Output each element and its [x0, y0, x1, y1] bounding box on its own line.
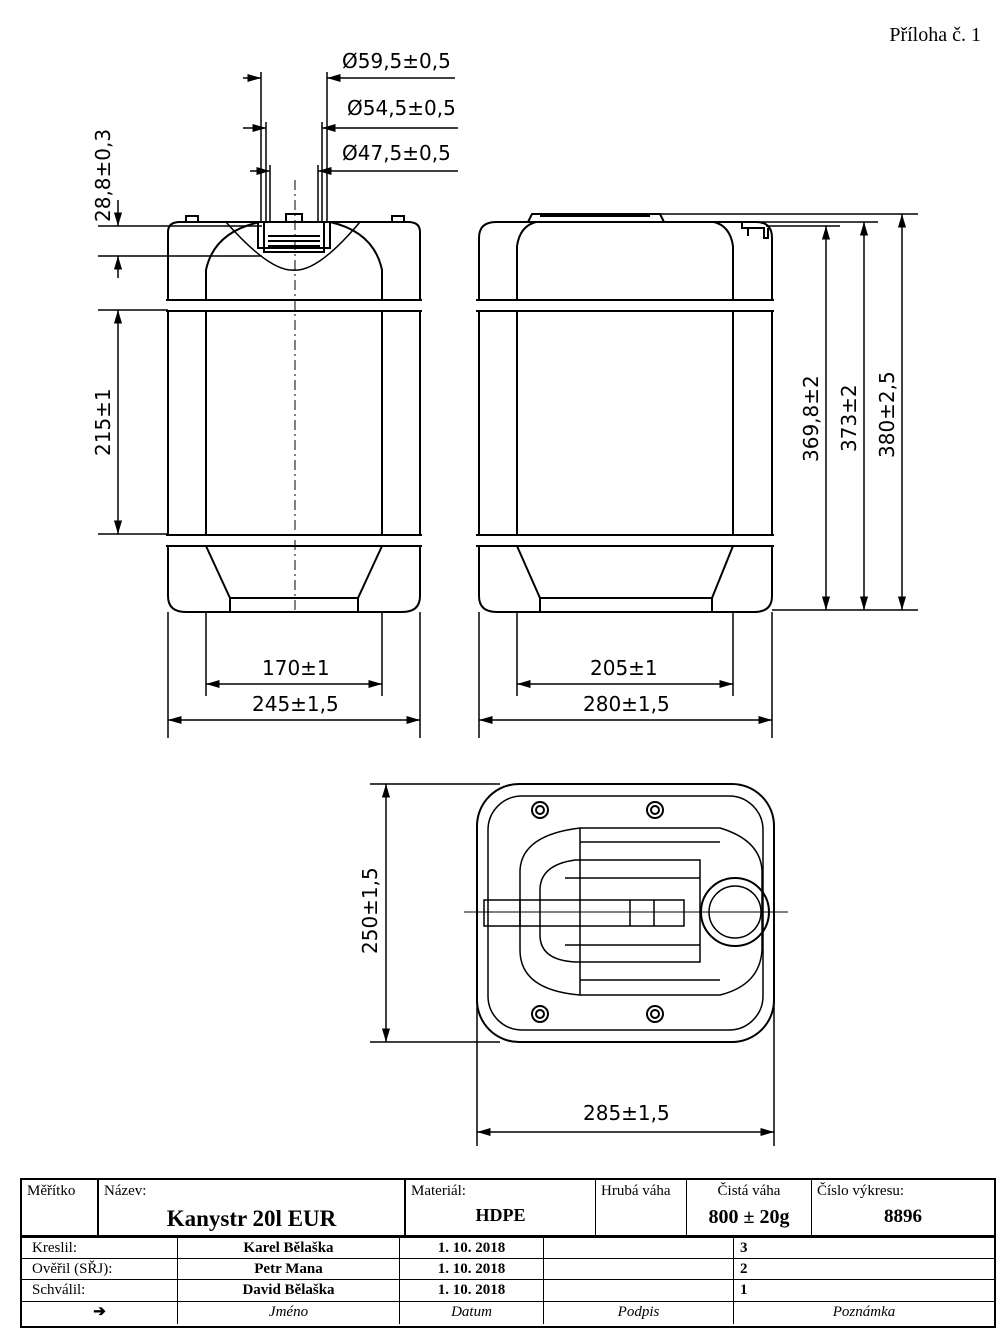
name-cell: Karel Bělaška	[178, 1238, 400, 1259]
front-width-dimensions	[167, 612, 421, 738]
appendix-label: Příloha č. 1	[889, 24, 981, 46]
front-view	[166, 180, 422, 613]
side-width-dimensions	[478, 612, 773, 738]
scale-label: Měřítko	[27, 1183, 76, 1199]
dim-top-width: 285±1,5	[583, 1101, 670, 1125]
dim-height-2: 373±2	[837, 384, 861, 452]
scale-cell: Měřítko	[22, 1180, 99, 1236]
footer-note-label: Poznámka	[832, 1304, 896, 1320]
net-weight-label: Čistá váha	[717, 1183, 781, 1199]
material-value: HDPE	[475, 1205, 526, 1225]
title-block-divider	[22, 1236, 994, 1238]
front-label-frame	[205, 311, 383, 535]
net-weight-value: 800 ± 20g	[708, 1206, 790, 1228]
front-neck	[185, 213, 405, 253]
dim-neck-mid: Ø54,5±0,5	[347, 96, 456, 120]
neck-dimensions	[243, 72, 458, 222]
dim-height-3: 380±2,5	[875, 371, 899, 458]
side-label-frame	[516, 311, 734, 535]
dim-front-inner-width: 170±1	[262, 656, 330, 680]
gross-weight-label: Hrubá váha	[601, 1183, 671, 1199]
date-cell: 1. 10. 2018	[400, 1280, 544, 1302]
vent-tube	[483, 899, 685, 927]
drawing-no-cell: Číslo výkresu: 8896	[812, 1180, 994, 1236]
date-cell: 1. 10. 2018	[400, 1238, 544, 1259]
side-view	[476, 213, 774, 613]
dim-neck-outer: Ø59,5±0,5	[342, 49, 451, 73]
title-block: Měřítko Název: Kanystr 20l EUR Materiál:…	[20, 1178, 996, 1328]
footer-date-label: Datum	[400, 1302, 544, 1324]
note-cell: 3	[734, 1238, 994, 1259]
boss-tr	[646, 801, 664, 819]
top-outline	[476, 783, 775, 1043]
side-shoulder	[516, 221, 734, 300]
name-cell: David Bělaška	[178, 1280, 400, 1302]
material-label: Materiál:	[411, 1183, 466, 1199]
name-label: Název:	[104, 1183, 147, 1199]
boss-br	[646, 1005, 664, 1023]
left-dimensions	[98, 200, 262, 535]
boss-bl	[531, 1005, 549, 1023]
side-cap	[741, 222, 769, 239]
dim-side-width: 280±1,5	[583, 692, 670, 716]
signature-cell	[544, 1259, 734, 1280]
note-cell: 2	[734, 1259, 994, 1280]
role-cell: Kreslil:	[22, 1238, 178, 1259]
drawing-no-label: Číslo výkresu:	[817, 1183, 905, 1199]
top-view	[464, 783, 788, 1043]
dim-top-depth: 250±1,5	[358, 867, 382, 954]
drawing-no-value: 8896	[884, 1206, 922, 1227]
note-cell: 1	[734, 1280, 994, 1302]
net-weight-cell: Čistá váha 800 ± 20g	[687, 1180, 812, 1236]
approval-rows: Kreslil: Karel Bělaška 1. 10. 2018 3 Ově…	[22, 1238, 994, 1326]
side-body-outline	[476, 221, 774, 613]
footer-arrow-icon: ➔	[22, 1302, 178, 1324]
name-cell: Název: Kanystr 20l EUR	[99, 1180, 406, 1236]
date-cell: 1. 10. 2018	[400, 1259, 544, 1280]
front-body-outline	[166, 221, 422, 613]
boss-tl	[531, 801, 549, 819]
role-cell: Ověřil (SŘJ):	[22, 1259, 178, 1280]
signature-cell	[544, 1238, 734, 1259]
front-shoulder	[205, 221, 383, 300]
material-cell: Materiál: HDPE	[406, 1180, 596, 1236]
handle-inner	[539, 859, 701, 963]
dim-neck-inner: Ø47,5±0,5	[342, 141, 451, 165]
front-handle-arc	[225, 221, 361, 271]
footer-signature-label: Podpis	[544, 1302, 734, 1324]
front-bottom-feet	[205, 545, 383, 612]
side-bottom-feet	[516, 545, 734, 612]
top-inner-outline	[487, 795, 764, 1031]
dim-side-inner-width: 205±1	[590, 656, 658, 680]
side-handle	[527, 213, 665, 223]
role-cell: Schválil:	[22, 1280, 178, 1302]
gross-weight-cell: Hrubá váha	[596, 1180, 687, 1236]
dim-front-width: 245±1,5	[252, 692, 339, 716]
height-dimensions	[660, 213, 918, 611]
name-cell: Petr Mana	[178, 1259, 400, 1280]
top-dimensions	[370, 783, 775, 1146]
footer-name-label: Jméno	[178, 1302, 400, 1324]
dim-height-1: 369,8±2	[799, 375, 823, 462]
signature-cell	[544, 1280, 734, 1302]
product-name: Kanystr 20l EUR	[166, 1206, 337, 1231]
dim-label-height: 215±1	[91, 388, 115, 456]
dim-neck-height: 28,8±0,3	[91, 129, 115, 222]
